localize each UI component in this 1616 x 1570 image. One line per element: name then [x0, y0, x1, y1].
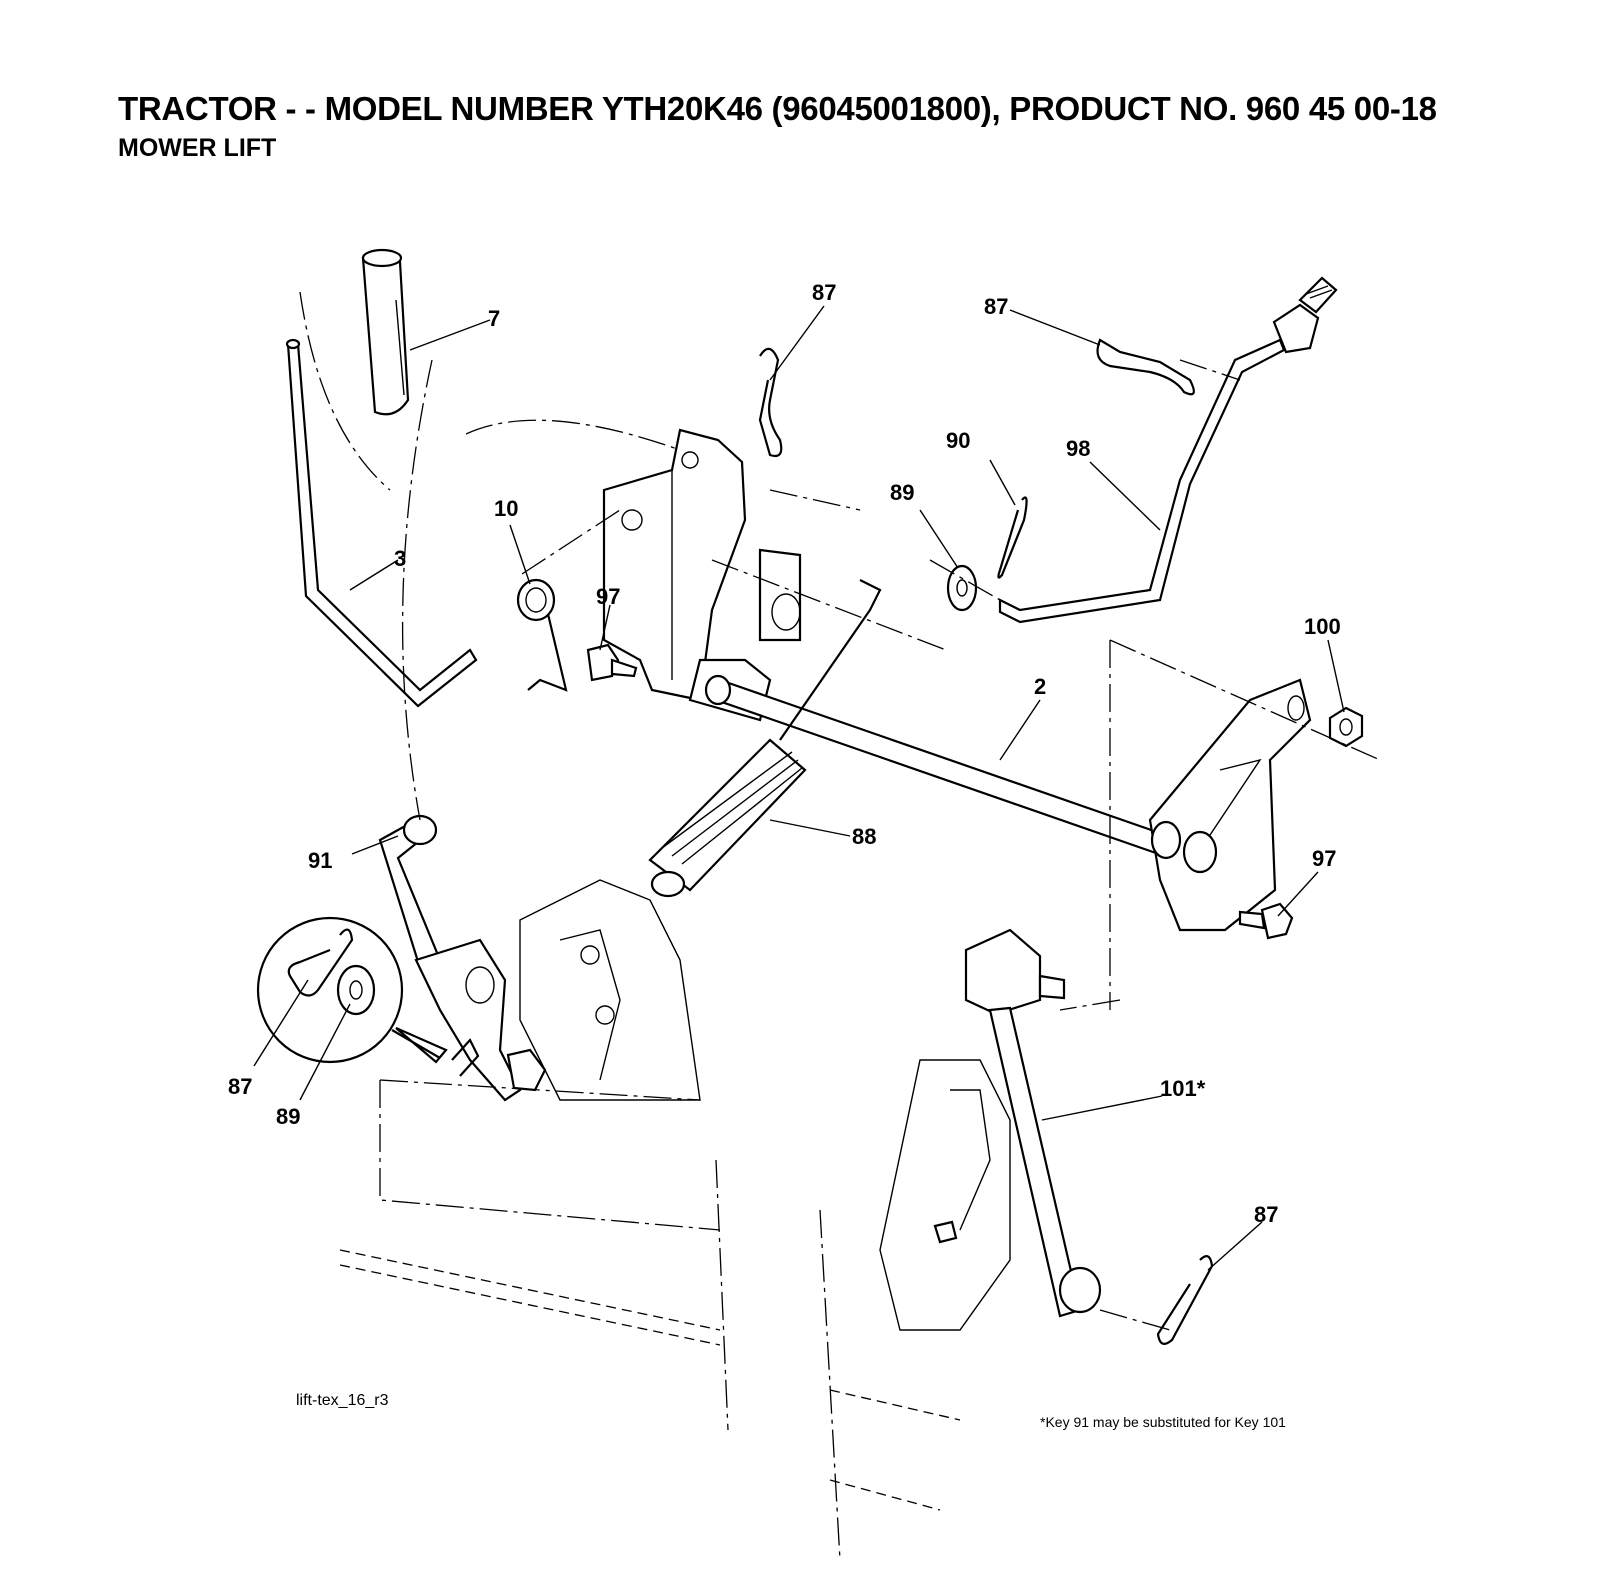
washer-upper-part [946, 564, 978, 612]
left-deck-bracket [339, 879, 729, 1431]
hairpin-clip-part [997, 496, 1028, 579]
callout-101: 101* [1160, 1076, 1206, 1101]
footnote: *Key 91 may be substituted for Key 101 [1040, 1414, 1286, 1430]
callout-89-upper: 89 [890, 480, 914, 505]
callout-100: 100 [1304, 614, 1341, 639]
torsion-spring-part [516, 578, 568, 692]
drawing-reference: lift-tex_16_r3 [296, 1392, 389, 1409]
hairpin-clip-bottom-part [1156, 1255, 1214, 1345]
alignment-lines [401, 359, 1381, 1331]
callout-89-detail: 89 [276, 1104, 300, 1129]
lift-bracket-part [602, 428, 802, 722]
callout-88: 88 [852, 824, 876, 849]
callout-87-top-right: 87 [984, 294, 1008, 319]
hairpin-clip-top-left-part [758, 347, 783, 458]
callout-91: 91 [308, 848, 332, 873]
link-rod-part [998, 276, 1338, 624]
callout-87-top-left: 87 [812, 280, 836, 305]
adjuster-link-part [964, 928, 1102, 1318]
handle-grip-part [299, 248, 410, 491]
detail-callout-circle [256, 916, 448, 1064]
bolt-left-part [586, 643, 638, 682]
section-subtitle: MOWER LIFT [118, 134, 277, 162]
leader-lines [253, 305, 1345, 1271]
callout-7: 7 [488, 306, 500, 331]
callout-97-left: 97 [596, 584, 620, 609]
callout-87-bottom: 87 [1254, 1202, 1278, 1227]
callout-2: 2 [1034, 674, 1046, 699]
page-title: TRACTOR - - MODEL NUMBER YTH20K46 (96045… [118, 90, 1437, 127]
right-lift-arm-part [1148, 678, 1312, 932]
callout-97-right: 97 [1312, 846, 1336, 871]
extension-spring-part [648, 579, 882, 898]
callout-98: 98 [1066, 436, 1090, 461]
lift-handle-part [285, 338, 478, 708]
right-deck-bracket [819, 1059, 1011, 1561]
callout-3: 3 [394, 546, 406, 571]
callout-10: 10 [494, 496, 518, 521]
left-pivot-bracket-part [414, 938, 547, 1102]
callout-90: 90 [946, 428, 970, 453]
bolt-right-part [1238, 902, 1294, 940]
callout-87-detail: 87 [228, 1074, 252, 1099]
hairpin-clip-top-right-part [1096, 338, 1195, 396]
